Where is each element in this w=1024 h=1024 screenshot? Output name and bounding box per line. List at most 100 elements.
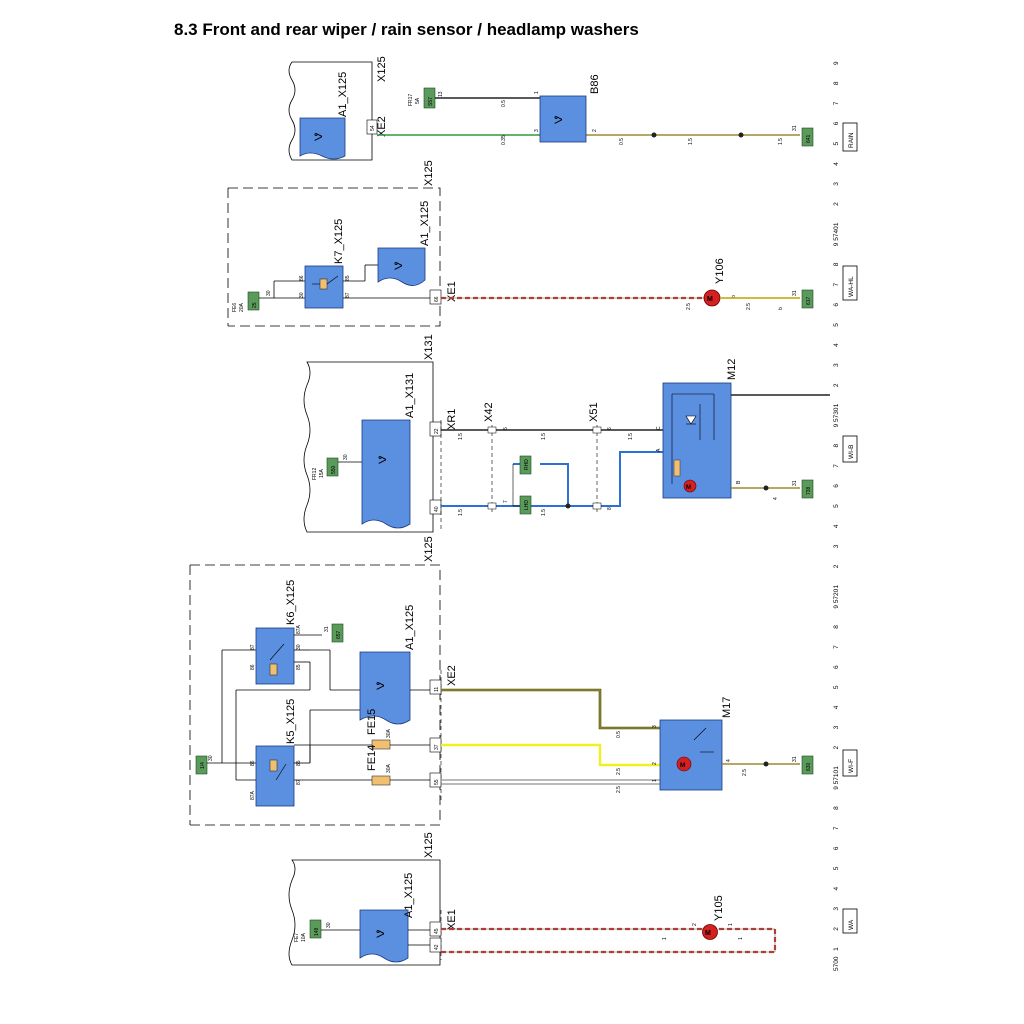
k6-pin-87a: 87A bbox=[296, 624, 302, 634]
rear-wire-15e: 1.5 bbox=[541, 509, 547, 516]
ruler-tick-label: 7 bbox=[833, 101, 840, 105]
rain-connector-pin bbox=[366, 119, 378, 135]
ruler-tick-label: 1 bbox=[833, 766, 840, 770]
ruler-tick-label: 1 bbox=[833, 585, 840, 589]
headlamp-module-a1 bbox=[377, 247, 426, 286]
relay-k5-label: K5_X125 bbox=[285, 699, 297, 744]
rear-x42-label: X42 bbox=[483, 402, 495, 422]
ruler-tick-label: 5 bbox=[833, 504, 840, 508]
headlamp-housing bbox=[228, 187, 441, 327]
motor-icon: M bbox=[705, 930, 711, 937]
rear-housing-label: X131 bbox=[423, 334, 435, 360]
rain-fuse-label: FR17 bbox=[408, 94, 414, 106]
k6-tag: 657 bbox=[336, 630, 342, 639]
section-tag-wa-hl-label: WA-HL bbox=[848, 276, 855, 297]
ruler-tick-label: 4 bbox=[833, 162, 840, 166]
rear-fuse-label: FR12 bbox=[312, 468, 318, 480]
front-wire-25c: 2.5 bbox=[742, 769, 748, 776]
k5-pin-87: 87 bbox=[296, 779, 302, 785]
washer-pin-1: 1 bbox=[728, 923, 734, 926]
washer-connector-label: XE1 bbox=[446, 909, 458, 930]
ruler-tick-label: 7 bbox=[833, 826, 840, 830]
front-housing bbox=[190, 564, 441, 826]
section-tag-wa: WA bbox=[842, 908, 858, 934]
rear-motor-label: M12 bbox=[726, 359, 738, 380]
section-tag-wa-hl: WA-HL bbox=[842, 265, 858, 301]
rain-fuse-rating: 5A bbox=[415, 97, 421, 104]
rain-fuse-tag: S57 bbox=[428, 97, 434, 106]
front-wiper-section: X125 1/4 30 K6_X125 87 86 87A 30 85 31 6… bbox=[189, 536, 814, 826]
headlamp-fuse-label: FE6 bbox=[232, 303, 238, 312]
fuse-fe15 bbox=[371, 739, 391, 750]
washer-housing-label: X125 bbox=[423, 832, 435, 858]
headlamp-washer-section: X125 FE6 20A 25 30 K7_X125 30 86 85 87 ᕗ… bbox=[227, 160, 814, 327]
control-module-icon: ᕗ bbox=[376, 679, 385, 693]
front-pin-37: 37 bbox=[434, 744, 440, 750]
rain-wire-15b: 1.5 bbox=[778, 138, 784, 145]
section-tag-wi-b: WI-B bbox=[842, 435, 858, 463]
rain-pin-1: 1 bbox=[534, 91, 540, 94]
m17-pin-2: 2 bbox=[652, 762, 658, 765]
rain-sensor-b86 bbox=[539, 95, 587, 143]
front-housing-label: X125 bbox=[423, 536, 435, 562]
diode-icon bbox=[685, 415, 697, 425]
ruler-tick-label: 4 bbox=[833, 887, 840, 891]
ruler-tick-label: 1 bbox=[833, 403, 840, 407]
rear-pin-6: 6 bbox=[607, 427, 613, 430]
control-module-icon: ᕗ bbox=[394, 259, 403, 273]
headlamp-wire-25b: 2.5 bbox=[746, 303, 752, 310]
rear-fuse-rating: 15A bbox=[319, 468, 325, 478]
rain-module-label: A1_X125 bbox=[337, 72, 349, 117]
motor-icon bbox=[683, 479, 697, 493]
ruler-tick-label: 9 bbox=[833, 61, 840, 65]
washer-fuse-tag: 148 bbox=[314, 927, 320, 936]
ruler-tick-label: 5 bbox=[833, 142, 840, 146]
ruler-tick-label: 3 bbox=[833, 544, 840, 548]
ruler-tick-label: 2 bbox=[833, 746, 840, 750]
washer-fuse bbox=[309, 919, 322, 939]
page-title: 8.3 Front and rear wiper / rain sensor /… bbox=[174, 20, 639, 39]
ruler-tick-label: 6 bbox=[833, 665, 840, 669]
front-module-label: A1_X125 bbox=[404, 605, 416, 650]
ruler-tick-label: 9 5720 bbox=[833, 588, 840, 608]
washer-pin-45: 45 bbox=[434, 928, 440, 934]
ruler-tick-label: 6 bbox=[833, 303, 840, 307]
washer-pin-42: 42 bbox=[434, 944, 440, 950]
headlamp-fuse-tag: 25 bbox=[252, 302, 258, 308]
ruler-tick-label: 9 5740 bbox=[833, 226, 840, 246]
rain-ground-pin: 31 bbox=[792, 125, 798, 131]
washer-wire-1a: 1 bbox=[662, 937, 668, 940]
fuse-fe14-label: FE14 bbox=[366, 745, 378, 771]
rear-connector-label: XR1 bbox=[446, 409, 458, 430]
rear-wiper-motor-m12 bbox=[662, 382, 732, 499]
lhd-tag bbox=[519, 495, 532, 515]
k5-pin-87a: 87A bbox=[250, 790, 256, 800]
rain-module-a1 bbox=[299, 117, 346, 160]
control-module-icon: ᕗ bbox=[314, 130, 323, 144]
rear-pin-40: 40 bbox=[434, 506, 440, 512]
rear-fuse bbox=[326, 457, 339, 477]
rain-pin-2: 2 bbox=[592, 129, 598, 132]
rear-x51-label: X51 bbox=[588, 402, 600, 422]
k6-pin-86: 86 bbox=[250, 664, 256, 670]
section-tag-wi-b-label: WI-B bbox=[848, 445, 855, 459]
washer-pump-y105 bbox=[702, 924, 718, 940]
ruler-tick-label: 8 bbox=[833, 806, 840, 810]
front-ground-pin: 31 bbox=[792, 756, 798, 762]
ruler-tick-label: 7 bbox=[833, 645, 840, 649]
headlamp-wire-25a: 2.5 bbox=[686, 303, 692, 310]
washer-section: X125 FE7 10A 148 30 ᕗ A1_X125 45 42 XE1 … bbox=[288, 832, 777, 966]
ruler-tick-label: 4 bbox=[833, 343, 840, 347]
rain-connector-pin-label: 54 bbox=[370, 125, 376, 131]
k6-pin-87: 87 bbox=[250, 644, 256, 650]
ruler-tick-label: 2 bbox=[833, 564, 840, 568]
ruler-tick-label: 3 bbox=[833, 363, 840, 367]
ruler-tick-label: 1 bbox=[833, 222, 840, 226]
front-motor-label: M17 bbox=[721, 697, 733, 718]
front-pin-11: 11 bbox=[434, 687, 440, 692]
rear-wire-15d: 1.5 bbox=[458, 509, 464, 516]
front-ground-terminal bbox=[801, 755, 814, 775]
ruler-tick-label: 5 bbox=[833, 685, 840, 689]
m17-pin-4: 4 bbox=[726, 759, 732, 762]
